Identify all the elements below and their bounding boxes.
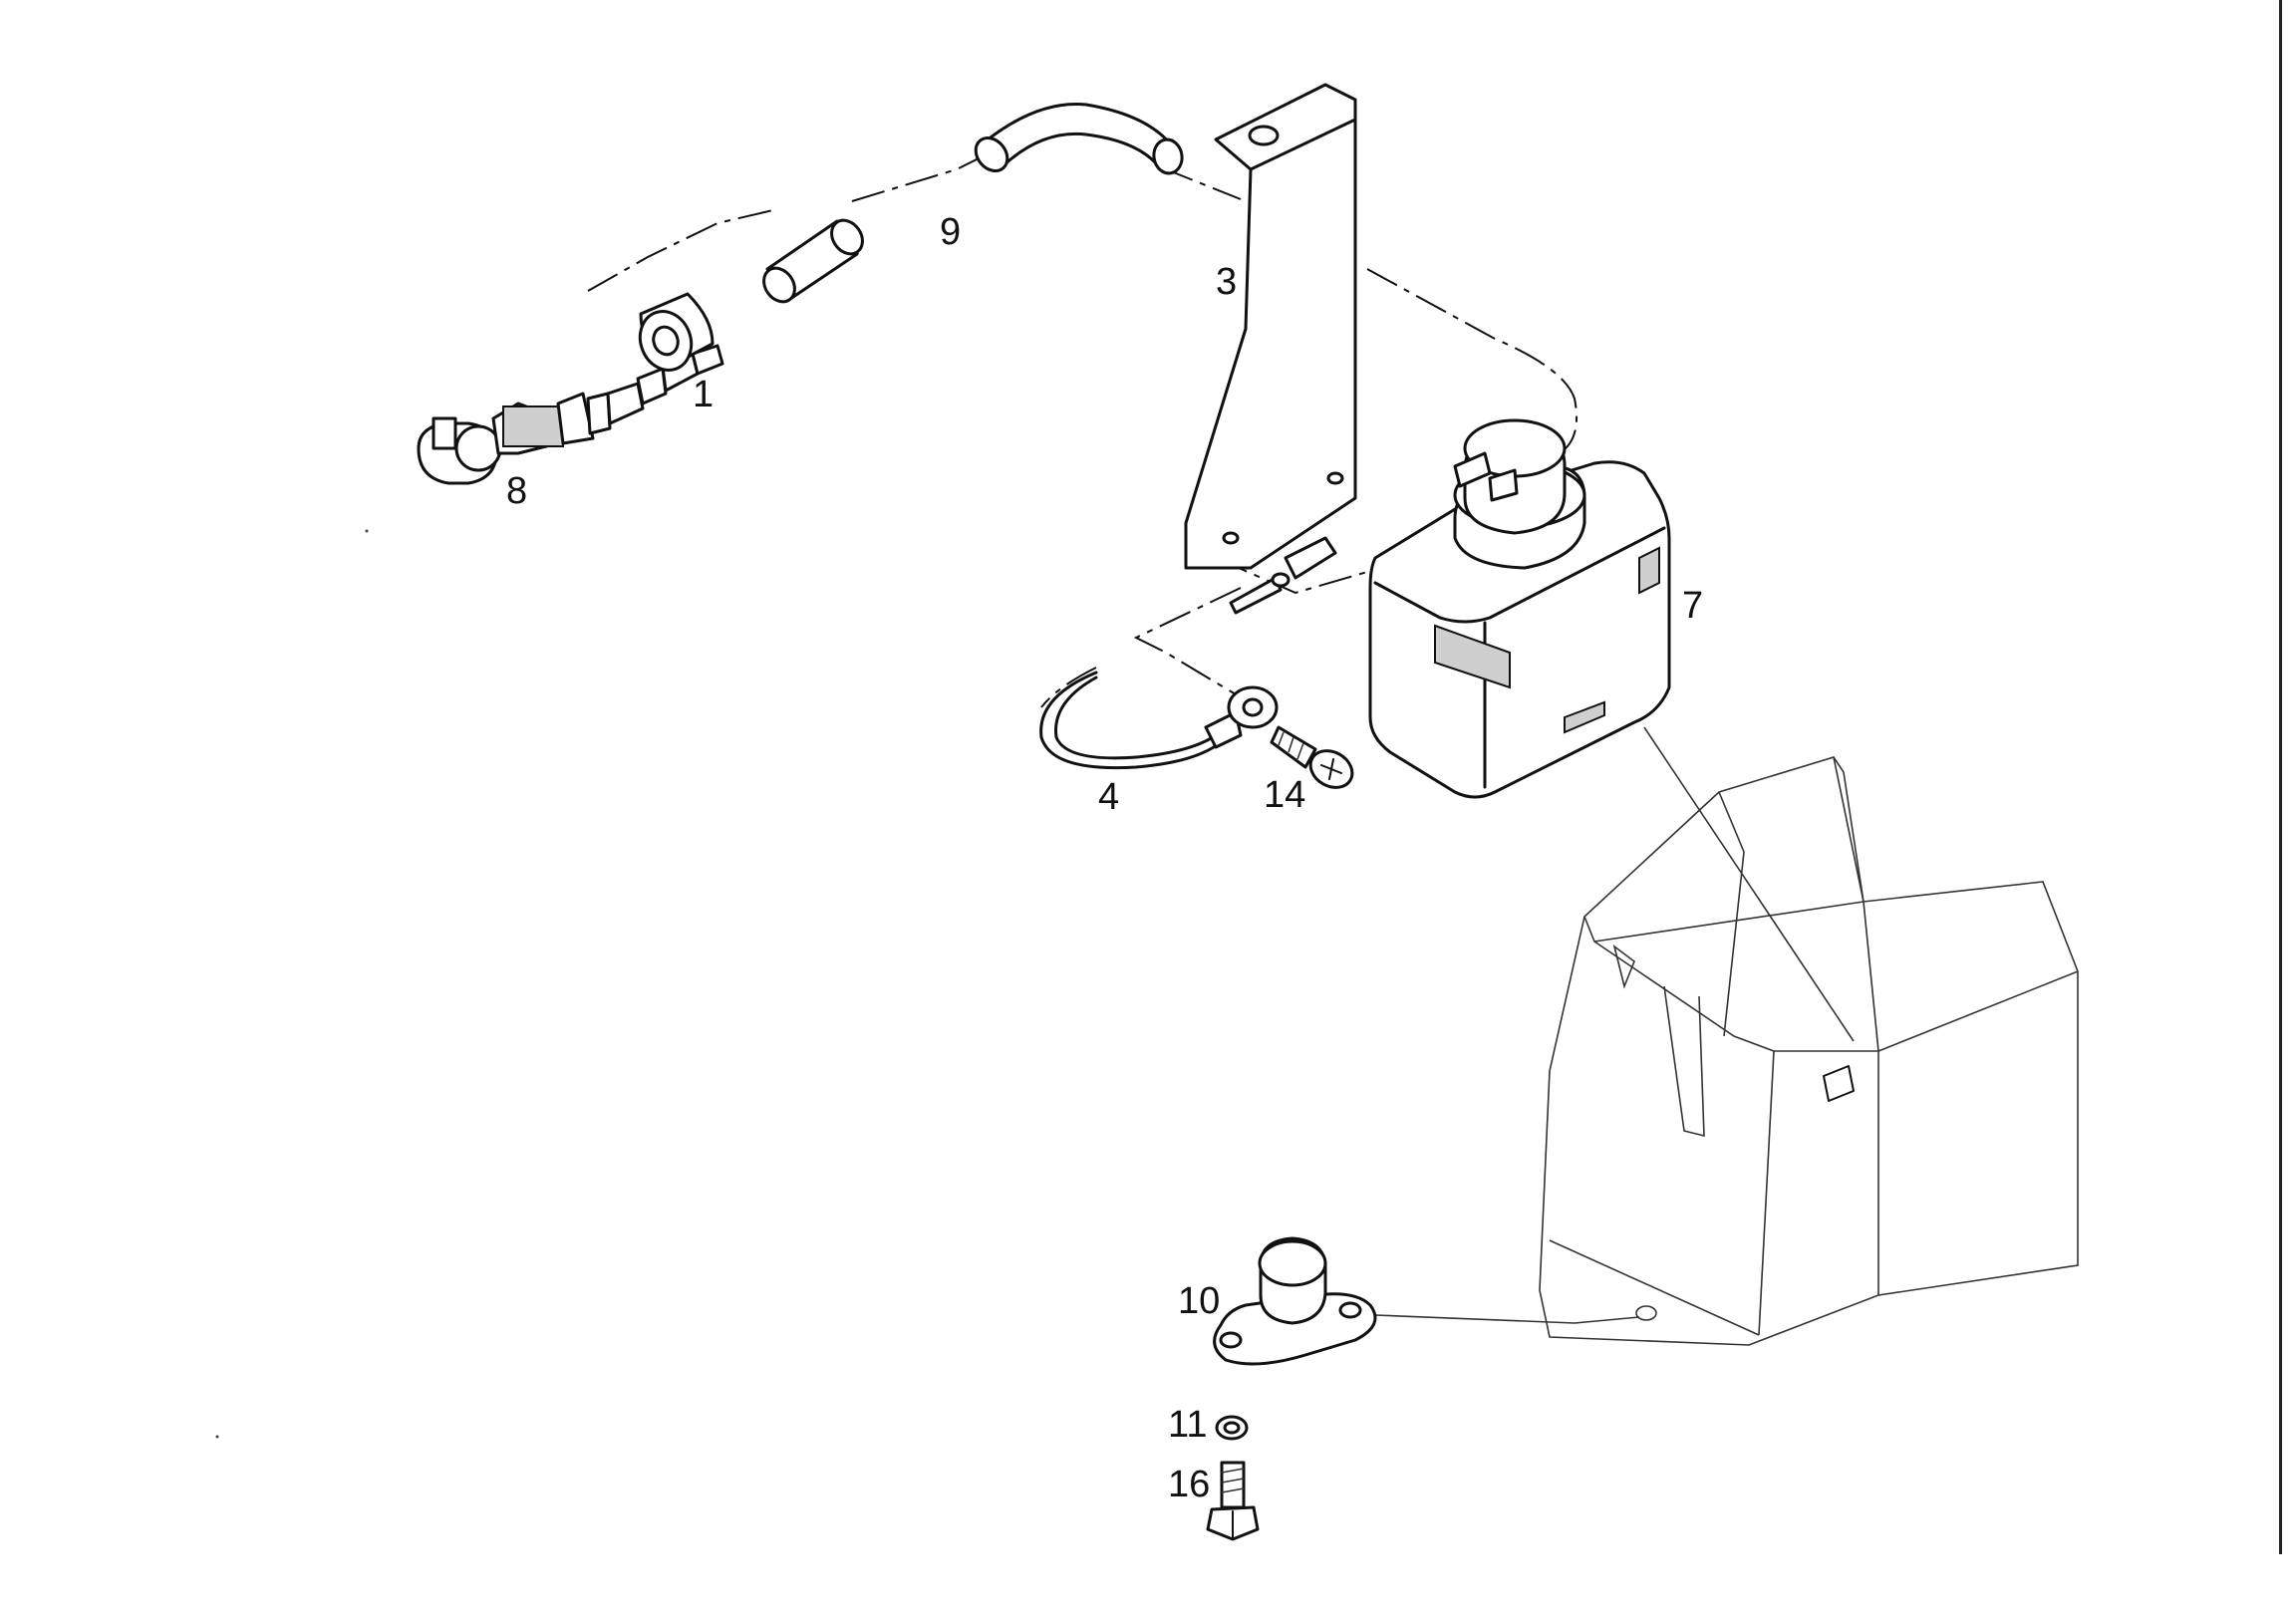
label-pump: 10	[1178, 1280, 1220, 1322]
speck	[365, 529, 369, 533]
screw-part	[1270, 725, 1354, 789]
speck	[215, 1435, 219, 1439]
wire-connector-part	[1229, 536, 1337, 615]
bushing-part	[638, 292, 715, 372]
label-hose: 9	[940, 211, 961, 253]
page-edge-line	[2279, 0, 2282, 1554]
label-screw: 14	[1264, 774, 1305, 816]
bolt-part	[1206, 1461, 1260, 1541]
washer-part	[1215, 1415, 1249, 1441]
ground-wire-part	[1039, 671, 1279, 770]
vehicle-body-outline	[1539, 756, 2079, 1346]
label-ground-wire: 4	[1098, 776, 1119, 818]
tube-segment-part	[762, 218, 864, 304]
pump-part	[1213, 1236, 1377, 1366]
reservoir-part	[1368, 418, 1671, 799]
label-reservoir: 7	[1682, 585, 1703, 627]
hose-part	[974, 103, 1184, 175]
bracket-part	[1184, 83, 1357, 570]
part-labels: 1 3 4 7 8 9 10 11 14 16	[506, 211, 1703, 1505]
label-washer-nozzle: 8	[506, 470, 527, 512]
washer-nozzle-part	[417, 344, 724, 485]
label-bracket: 3	[1216, 261, 1237, 303]
label-bolt: 16	[1168, 1464, 1210, 1505]
label-bushing: 1	[693, 374, 714, 415]
label-washer: 11	[1168, 1404, 1207, 1446]
